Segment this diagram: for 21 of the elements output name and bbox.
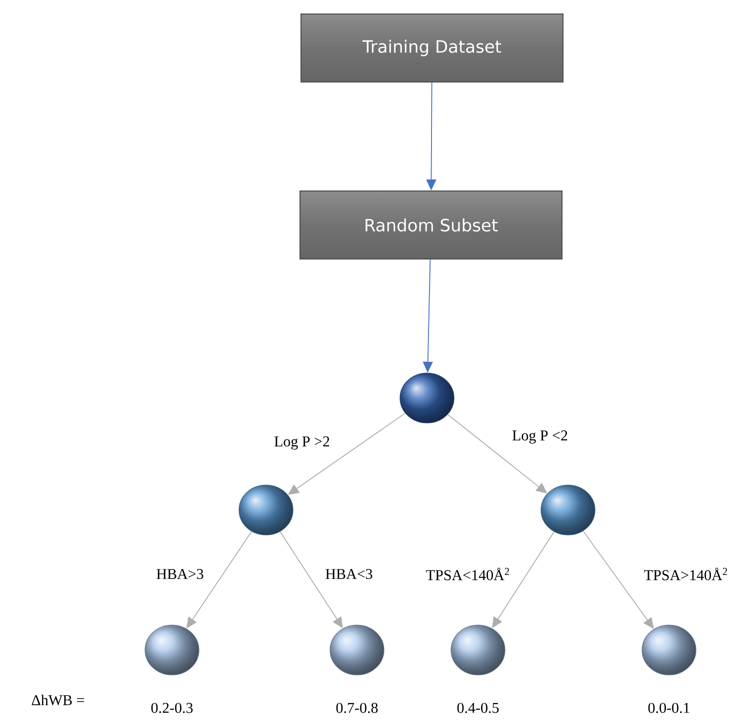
edge-label: HBA>3 bbox=[155, 568, 205, 580]
tree-node-ball bbox=[144, 624, 200, 676]
tree-node-ball bbox=[238, 484, 294, 536]
value-label: 0.0-0.1 bbox=[648, 702, 690, 714]
value-label: 0.4-0.5 bbox=[457, 702, 499, 714]
edge-label: TPSA<140Å$^{2}$ bbox=[424, 566, 512, 582]
edge-label: Log P >2 bbox=[273, 435, 331, 451]
process-box: Training Dataset bbox=[300, 14, 564, 82]
row-label: ΔhWB = bbox=[32, 694, 84, 706]
tree-node-ball bbox=[450, 624, 506, 676]
value-label: 0.7-0.8 bbox=[336, 702, 378, 714]
value-label: 0.2-0.3 bbox=[151, 702, 193, 714]
tree-node-ball bbox=[330, 624, 384, 676]
tree-node-ball bbox=[642, 624, 696, 676]
arrow bbox=[582, 530, 654, 629]
edge-label: HBA<3 bbox=[324, 568, 374, 580]
edge-label: TPSA>140Å$^{2}$ bbox=[642, 566, 730, 582]
process-box: Random Subset bbox=[300, 190, 562, 260]
tree-node-ball bbox=[540, 484, 596, 536]
tree-node-ball bbox=[400, 372, 454, 424]
edge-label: Log P <2 bbox=[511, 429, 569, 445]
